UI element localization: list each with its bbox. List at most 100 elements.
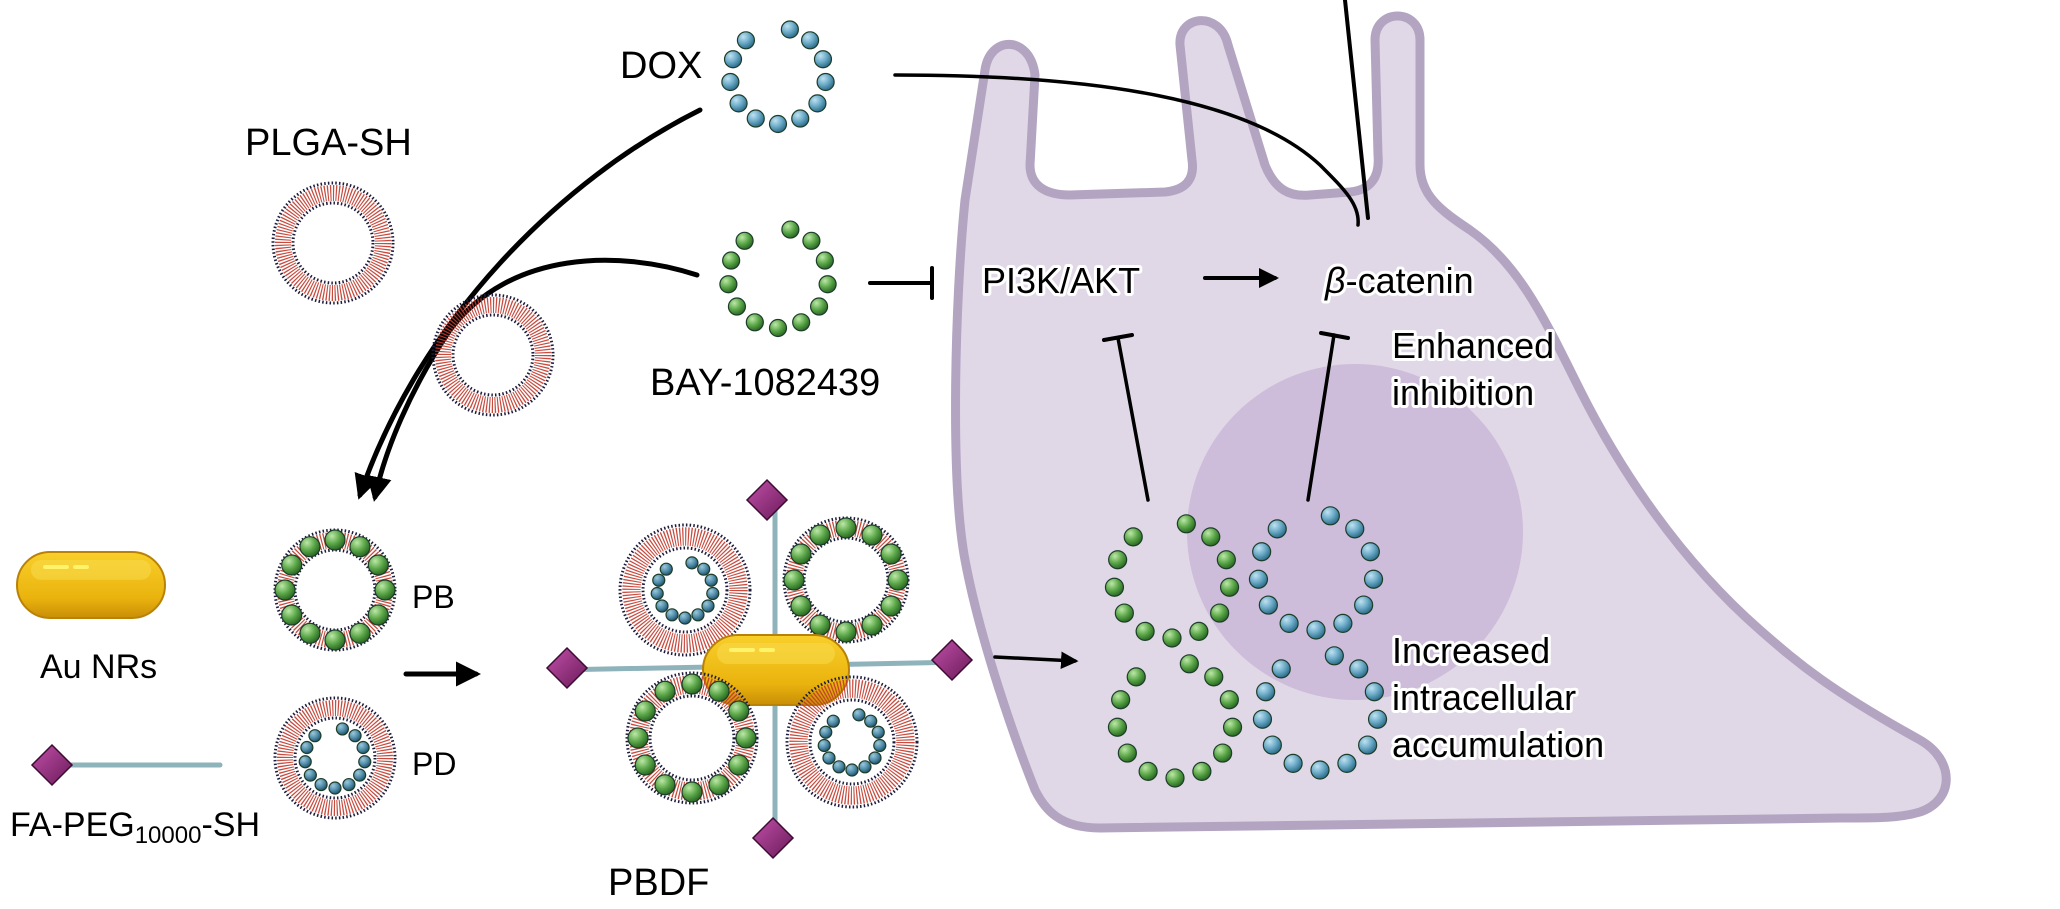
bead	[685, 556, 699, 570]
bead	[1219, 577, 1240, 597]
lipid-heads-inner	[641, 546, 729, 634]
bead	[1165, 768, 1185, 788]
bead	[1222, 717, 1243, 737]
green-inhibition-bar	[1102, 333, 1134, 342]
bead	[719, 275, 738, 294]
bead	[300, 740, 314, 755]
bead	[1258, 595, 1278, 615]
green-to-pi3k-inhibition	[1116, 336, 1150, 502]
bead	[816, 72, 835, 92]
bead	[1333, 613, 1353, 633]
intracellular-bay-ring-1	[1104, 514, 1240, 648]
pd-bilayer	[273, 696, 397, 820]
bead	[1358, 735, 1378, 755]
bead	[745, 313, 764, 332]
fapeg-label-tail: -SH	[201, 806, 260, 844]
pbdf-dox-bottom-right	[817, 708, 887, 777]
bead	[349, 536, 371, 558]
bead	[861, 614, 883, 636]
bead	[659, 562, 673, 576]
rod-highlight	[717, 643, 835, 664]
lipid-heads-inner	[648, 694, 736, 782]
catenin-text: -catenin	[1346, 260, 1474, 301]
pbdf-folate-left	[545, 646, 589, 690]
lipid-tails	[786, 520, 906, 640]
lipid-tails	[622, 527, 748, 653]
bead	[1107, 717, 1128, 737]
dox-label: DOX	[620, 45, 702, 87]
bead	[1271, 659, 1291, 679]
bead	[721, 72, 740, 92]
lipid-heads-outer	[618, 523, 752, 657]
lipid-heads-inner	[802, 536, 890, 624]
bead	[367, 604, 389, 626]
bead	[1262, 735, 1282, 755]
bead	[1310, 760, 1330, 780]
bead	[822, 751, 836, 765]
pi3k-akt-label: PI3K/AKT	[982, 260, 1140, 301]
bead	[809, 614, 831, 636]
bead	[1204, 667, 1224, 687]
dox-to-particles-arrow	[354, 107, 703, 500]
bead	[818, 275, 837, 294]
bead	[1248, 569, 1269, 589]
bead	[655, 599, 669, 613]
dox-to-catenin-inhibition	[893, 73, 1360, 227]
catenin-beta-symbol: β	[1324, 260, 1346, 301]
bead	[1213, 743, 1233, 763]
lipid-heads-outer	[271, 181, 395, 305]
lipid-tails	[277, 532, 393, 648]
pbdf-folate-bottom	[751, 816, 795, 860]
bead	[861, 524, 883, 546]
lipid-heads-outer	[273, 696, 397, 820]
bead	[650, 586, 664, 601]
bead	[1111, 690, 1131, 710]
bead	[815, 251, 834, 270]
bead	[835, 621, 857, 643]
intracellular-dox-ring-1	[1248, 506, 1384, 640]
lipid-heads-inner	[293, 716, 377, 800]
bead	[1283, 753, 1303, 773]
pbdf-label: PBDF	[608, 862, 709, 904]
bead	[880, 543, 902, 565]
bead	[1176, 514, 1196, 534]
accumulation-line1: Increased	[1392, 630, 1550, 671]
lipid-heads-inner	[291, 201, 375, 285]
bead	[1138, 761, 1158, 781]
enhanced-inhibition-line2: inhibition	[1392, 372, 1534, 413]
bead	[1267, 519, 1287, 539]
bead	[792, 313, 811, 332]
bead	[819, 725, 833, 739]
bay-to-particles-arrow	[366, 257, 700, 502]
bead	[281, 554, 303, 576]
bead	[299, 622, 321, 644]
rod-highlight	[31, 560, 151, 580]
bead	[652, 573, 666, 587]
catenin-label: β-catenin	[1324, 260, 1474, 301]
bead	[1360, 542, 1380, 562]
bead	[697, 562, 711, 576]
accumulation-line2: intracellular	[1392, 677, 1576, 718]
bead	[627, 727, 649, 749]
bead	[868, 751, 882, 765]
bead	[871, 725, 885, 739]
labels: DOX PLGA-SH BAY-1082439 Au NRs FA-PEG100…	[10, 45, 1607, 904]
fapeg-label-main: FA-PEG	[10, 806, 135, 844]
bead	[1345, 519, 1365, 539]
bead	[1354, 595, 1374, 615]
bead	[706, 586, 720, 601]
bead	[274, 579, 296, 601]
pbdf-dox-top-left	[650, 556, 720, 625]
bead	[374, 579, 396, 601]
bead	[303, 768, 317, 782]
bead	[634, 754, 656, 776]
lipid-heads-inner	[451, 313, 535, 397]
bead	[634, 700, 656, 722]
bead	[681, 781, 703, 803]
bead	[298, 755, 312, 769]
bead	[790, 595, 812, 617]
pbdf-au-core	[702, 634, 850, 706]
bead	[348, 729, 362, 743]
connectors	[354, 0, 1370, 687]
